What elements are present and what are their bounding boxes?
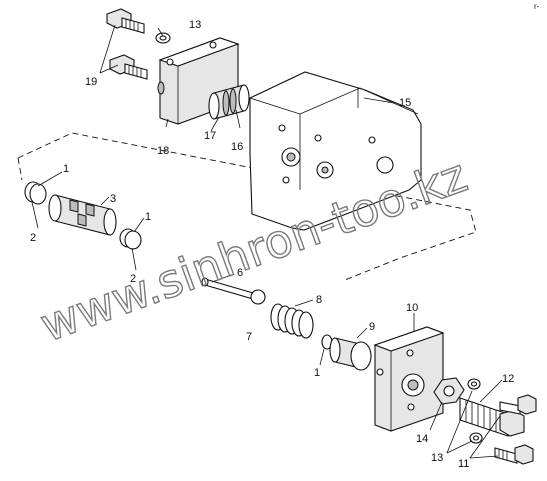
pin-6	[201, 277, 266, 305]
assembly-outline-left	[17, 157, 23, 181]
callout-14: 14	[416, 433, 428, 445]
o-ring-pair-right	[119, 228, 142, 250]
washer-13-lower-a	[467, 378, 481, 390]
callout-10: 10	[406, 302, 418, 314]
o-ring-pair-left	[24, 181, 47, 205]
callout-16: 16	[231, 141, 243, 153]
callout-7: 7	[246, 331, 252, 343]
washer-13-lower-b	[469, 432, 483, 444]
callout-13-lower: 13	[431, 452, 443, 464]
callout-2-left: 2	[30, 232, 36, 244]
cover-plate-10	[373, 326, 445, 432]
callout-6: 6	[237, 267, 243, 279]
callout-12: 12	[502, 373, 514, 385]
sleeve-3	[48, 194, 117, 236]
adjusting-screw-12	[459, 397, 525, 437]
callout-17: 17	[204, 130, 216, 142]
callout-1-right: 1	[145, 211, 151, 223]
washer-13-upper	[155, 32, 171, 44]
callout-2-right: 2	[130, 273, 136, 285]
callout-9: 9	[369, 321, 375, 333]
bolt-19-upper	[106, 8, 145, 34]
bolt-11-upper	[499, 394, 537, 415]
callout-8: 8	[316, 294, 322, 306]
callout-3: 3	[110, 193, 116, 205]
bolt-19-lower	[109, 54, 148, 80]
callout-1-left: 1	[63, 163, 69, 175]
bolt-11-lower	[494, 444, 534, 465]
plug-9	[329, 337, 372, 371]
valve-body-15	[249, 71, 422, 231]
callout-15: 15	[399, 97, 411, 109]
callout-18: 18	[157, 145, 169, 157]
leader-lines	[31, 24, 503, 459]
callout-11: 11	[458, 458, 469, 470]
callout-1-lower: 1	[314, 367, 320, 379]
corner-mark: r-	[534, 2, 540, 11]
callout-13-upper: 13	[189, 19, 201, 31]
nut-14	[433, 377, 465, 405]
spring-8	[270, 303, 314, 339]
callout-19: 19	[85, 76, 97, 88]
spool-16-17	[208, 84, 250, 120]
